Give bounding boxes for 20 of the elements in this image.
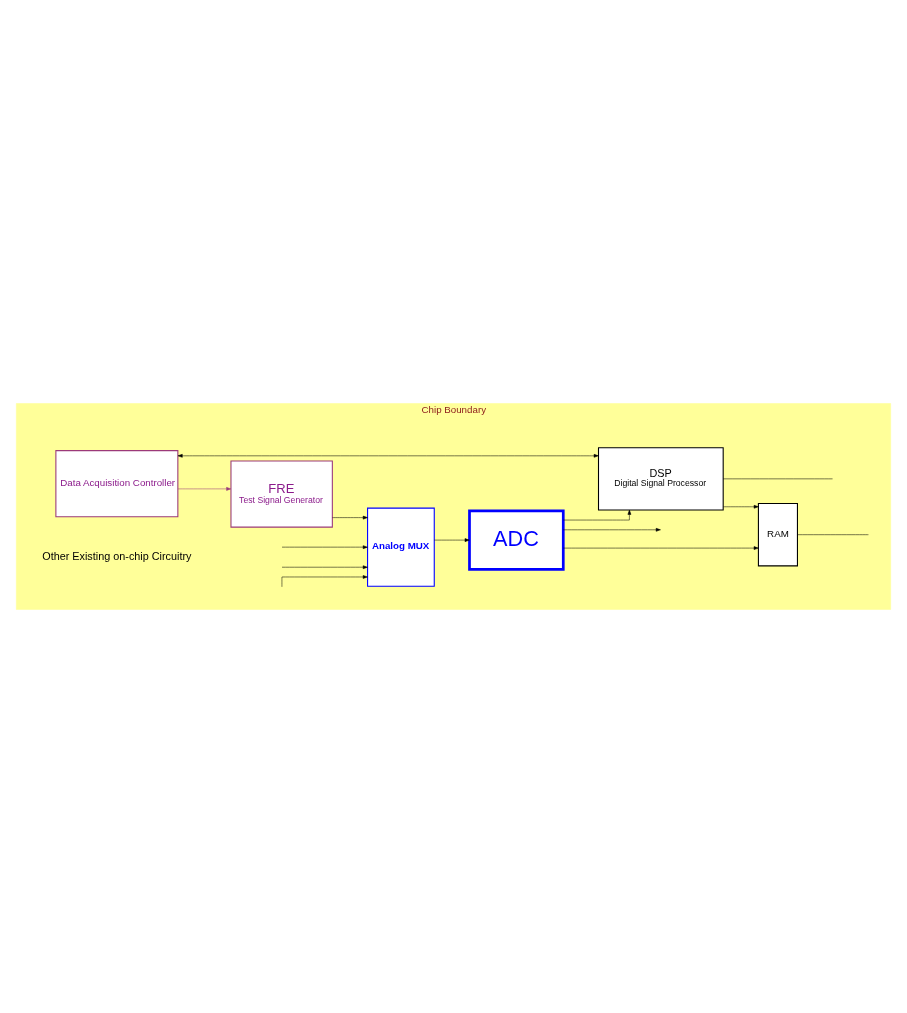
node-box: ADC — [468, 509, 565, 571]
node-box: Data Acquisition Controller — [55, 450, 179, 518]
node-box: Analog MUX — [367, 507, 435, 587]
arrow — [563, 528, 661, 532]
arrow — [332, 515, 368, 520]
node-box: DSP Digital Signal Processor — [597, 447, 724, 511]
arrow — [434, 538, 470, 542]
connector — [797, 534, 869, 535]
arrow — [563, 546, 759, 550]
node-box: FRE Test Signal Generator — [230, 460, 333, 528]
arrow — [281, 575, 368, 588]
arrow — [281, 545, 368, 549]
label: Other Existing on-chip Circuitry — [42, 549, 192, 562]
node-box: RAM — [757, 502, 798, 567]
arrow — [723, 505, 759, 509]
connector — [722, 478, 833, 480]
arrow — [177, 454, 599, 458]
arrow — [281, 565, 368, 569]
arrow — [177, 487, 232, 491]
arrow — [563, 509, 632, 521]
